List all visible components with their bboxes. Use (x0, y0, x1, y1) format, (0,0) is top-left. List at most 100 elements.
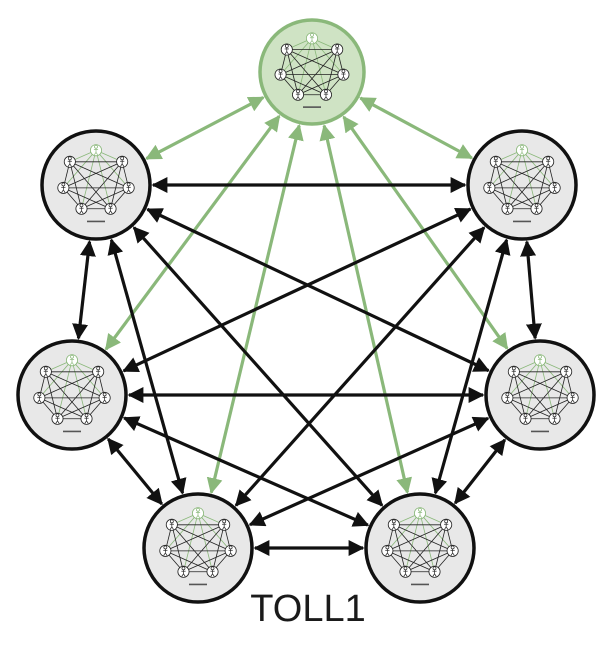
person-icon (552, 182, 557, 193)
inner-network (501, 354, 579, 425)
inner-edge (81, 187, 129, 210)
person-icon (564, 366, 569, 377)
edge-upper-left-middle-left (72, 240, 96, 340)
node-top (258, 18, 366, 126)
person-icon (403, 566, 408, 577)
inner-edge (387, 550, 435, 573)
inner-edge (63, 161, 123, 189)
inner-edge (513, 371, 555, 420)
node-caption-mark (87, 220, 105, 223)
inner-edge (513, 371, 526, 419)
node-bottom-right (364, 492, 476, 604)
nodes-layer (16, 18, 596, 604)
person-icon (552, 413, 557, 424)
inner-edge (536, 161, 549, 209)
inner-edge (69, 161, 82, 209)
inner-edge (171, 524, 231, 552)
person-icon (69, 354, 75, 366)
inner-edge (539, 359, 573, 399)
person-icon (493, 156, 498, 167)
inner-edge (393, 524, 406, 572)
inner-edge (405, 524, 447, 573)
inner-edge (419, 512, 453, 552)
inner-edge (387, 524, 447, 552)
person-icon (55, 413, 60, 424)
person-icon (67, 156, 72, 167)
inner-edge (183, 513, 199, 572)
inner-edge (165, 512, 199, 552)
inner-edge (81, 161, 123, 210)
inner-edge (286, 49, 327, 95)
person-icon (519, 144, 525, 156)
inner-edge (489, 149, 523, 189)
inner-edge (280, 38, 313, 75)
inner-edge (405, 550, 453, 573)
inner-edge (95, 150, 111, 209)
inner-edge (521, 150, 537, 209)
person-icon (93, 144, 99, 156)
person-icon (511, 366, 516, 377)
inner-edge (183, 550, 231, 573)
person-icon (391, 519, 396, 530)
inner-edge (489, 161, 549, 189)
inner-edge (69, 161, 111, 210)
inner-edge (554, 371, 567, 419)
person-icon (126, 182, 131, 193)
node-caption-mark (531, 430, 549, 433)
person-icon (450, 545, 455, 556)
inner-edge (507, 187, 555, 210)
inner-edge (183, 524, 225, 573)
node-upper-right (466, 129, 578, 241)
inner-edge (39, 397, 87, 420)
inner-edge (521, 149, 555, 189)
person-icon (181, 566, 186, 577)
inner-edge (495, 161, 508, 209)
person-icon (309, 33, 315, 44)
inner-edge (325, 49, 338, 95)
node-middle-left (16, 339, 128, 451)
inner-network (159, 507, 237, 578)
inner-edge (212, 524, 225, 572)
person-icon (228, 545, 233, 556)
person-icon (96, 366, 101, 377)
inner-edge (165, 550, 213, 573)
person-icon (169, 519, 174, 530)
inner-edge (507, 359, 541, 399)
person-icon (284, 44, 289, 55)
person-icon (222, 519, 227, 530)
inner-edge (86, 371, 99, 419)
inner-edge (45, 371, 105, 399)
inner-edge (405, 513, 421, 572)
person-icon (537, 354, 543, 366)
inner-edge (95, 149, 129, 189)
person-icon (570, 392, 575, 403)
person-icon (417, 507, 423, 519)
inner-edge (507, 397, 555, 420)
inner-edge (69, 161, 129, 189)
person-icon (61, 182, 66, 193)
inner-edge (434, 524, 447, 572)
inner-edge (63, 149, 97, 189)
inner-edge (286, 49, 344, 75)
node-caption-mark (63, 430, 81, 433)
inner-edge (507, 150, 523, 209)
node-middle-right (484, 339, 596, 451)
inner-edge (57, 397, 105, 420)
edge-middle-left-bottom-left (107, 437, 163, 506)
person-icon (120, 156, 125, 167)
node-caption-mark (411, 583, 429, 586)
node-caption-mark (513, 220, 531, 223)
person-icon (534, 203, 539, 214)
diagram-label: TOLL1 (250, 588, 366, 630)
edge-top-bottom-right (319, 124, 413, 494)
inner-edge (57, 371, 99, 420)
inner-edge (57, 360, 73, 419)
person-icon (108, 203, 113, 214)
edge-upper-right-middle-left (122, 207, 472, 373)
person-icon (195, 507, 201, 519)
person-icon (505, 392, 510, 403)
inner-network (381, 507, 459, 578)
inner-edge (45, 371, 58, 419)
person-icon (102, 392, 107, 403)
